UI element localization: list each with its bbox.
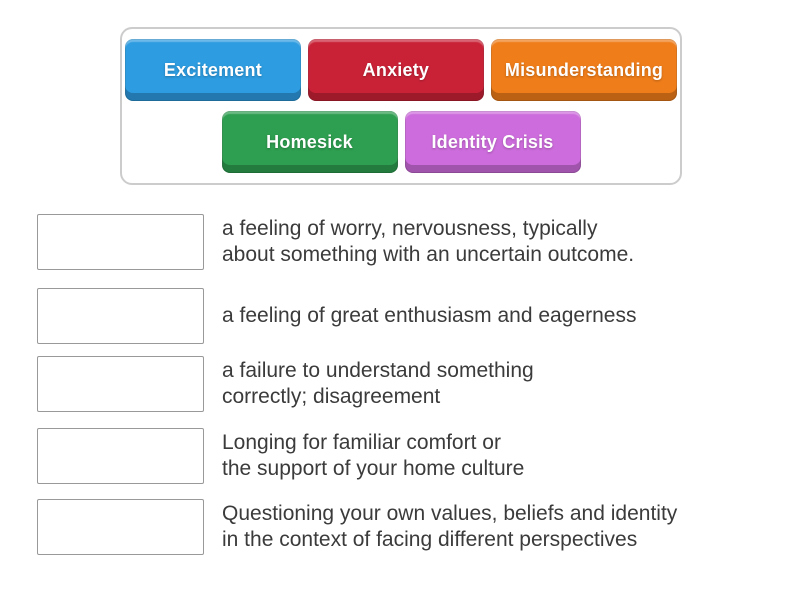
word-tile-identity-crisis[interactable]: Identity Crisis bbox=[404, 111, 581, 173]
word-tile-label: Misunderstanding bbox=[504, 59, 664, 80]
definition-text-line: in the context of facing different persp… bbox=[222, 528, 638, 551]
match-row: Questioning your own values, beliefs and… bbox=[37, 499, 677, 555]
word-tile-anxiety[interactable]: Anxiety bbox=[307, 39, 484, 101]
word-tile-misunderstanding[interactable]: Misunderstanding bbox=[490, 39, 678, 101]
match-row: a feeling of great enthusiasm and eagern… bbox=[37, 288, 677, 344]
answer-slot-1[interactable] bbox=[37, 214, 204, 270]
definition-text-line: correctly; disagreement bbox=[222, 385, 441, 408]
definition-text-line: Questioning your own values, beliefs and… bbox=[222, 502, 678, 525]
match-list: a feeling of worry, nervousness, typical… bbox=[37, 214, 677, 555]
answer-slot-3[interactable] bbox=[37, 356, 204, 412]
match-row: a feeling of worry, nervousness, typical… bbox=[37, 214, 677, 270]
answer-slot-2[interactable] bbox=[37, 288, 204, 344]
answer-slot-5[interactable] bbox=[37, 499, 204, 555]
answer-slot-4[interactable] bbox=[37, 428, 204, 484]
definition-text-line: a failure to understand something bbox=[222, 359, 534, 382]
definition-text: a feeling of great enthusiasm and eagern… bbox=[222, 303, 636, 329]
word-tile-label: Identity Crisis bbox=[431, 131, 554, 152]
word-tile-board: Excitement Anxiety Misunderstanding Home… bbox=[120, 27, 682, 185]
definition-text-line: about something with an uncertain outcom… bbox=[222, 243, 635, 266]
definition-text: Questioning your own values, beliefs and… bbox=[222, 501, 677, 553]
match-row: Longing for familiar comfort or the supp… bbox=[37, 428, 677, 484]
word-tile-label: Homesick bbox=[266, 131, 353, 152]
match-row: a failure to understand something correc… bbox=[37, 356, 677, 412]
tile-row-1: Excitement Anxiety Misunderstanding bbox=[122, 39, 680, 101]
word-tile-label: Excitement bbox=[163, 59, 262, 80]
tile-row-2: Homesick Identity Crisis bbox=[122, 111, 680, 173]
definition-text: Longing for familiar comfort or the supp… bbox=[222, 430, 524, 482]
definition-text-line: the support of your home culture bbox=[222, 457, 525, 480]
definition-text: a feeling of worry, nervousness, typical… bbox=[222, 216, 634, 268]
definition-text: a failure to understand something correc… bbox=[222, 358, 534, 410]
definition-text-line: a feeling of worry, nervousness, typical… bbox=[222, 217, 598, 240]
definition-text-line: Longing for familiar comfort or bbox=[222, 431, 501, 454]
word-tile-label: Anxiety bbox=[362, 59, 430, 80]
word-tile-excitement[interactable]: Excitement bbox=[124, 39, 301, 101]
word-tile-homesick[interactable]: Homesick bbox=[221, 111, 398, 173]
definition-text-line: a feeling of great enthusiasm and eagern… bbox=[222, 304, 637, 327]
